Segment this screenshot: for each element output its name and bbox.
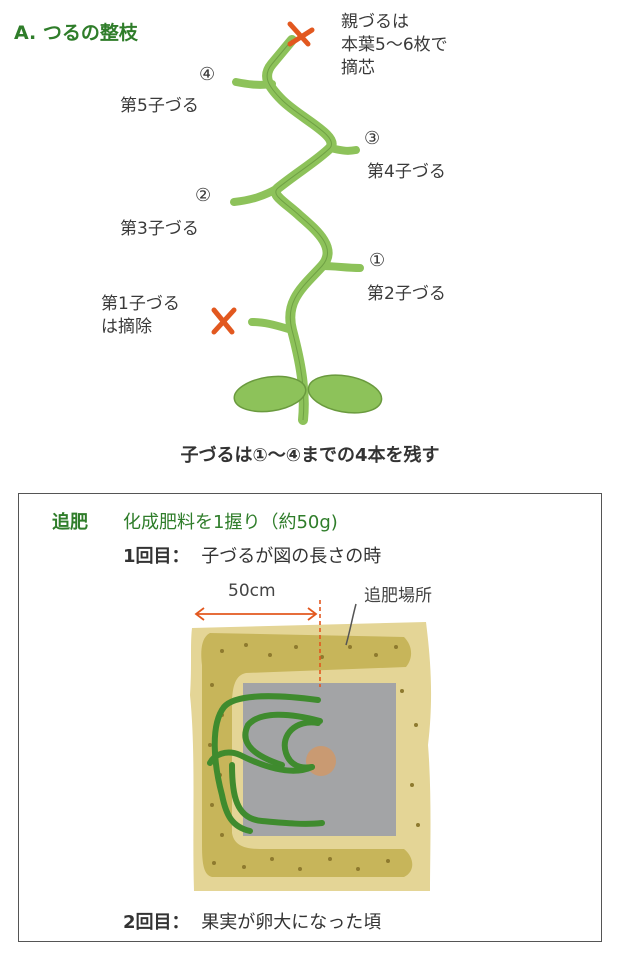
bed-diagram xyxy=(190,600,432,891)
fertilizer-band xyxy=(201,633,413,877)
fertilizer-amount: 化成肥料を1握り（約50g) xyxy=(123,512,338,533)
branch-ko2 xyxy=(318,262,364,272)
fertilizer-title: 追肥 xyxy=(52,512,88,533)
cut-mark-ko1 xyxy=(211,307,237,335)
marker-3: ③ xyxy=(364,128,381,149)
section-a-caption: 子づるは①〜④までの4本を残す xyxy=(180,445,440,466)
fertilizer-box xyxy=(18,493,602,942)
marker-4: ④ xyxy=(199,64,216,85)
branch-ko3 xyxy=(230,184,282,206)
oya-label-line3: 摘芯 xyxy=(341,58,375,78)
branch-ko1 xyxy=(248,318,296,334)
cotyledon-left xyxy=(233,375,307,413)
ko2-label: 第2子づる xyxy=(367,284,446,304)
ko4-label: 第4子づる xyxy=(367,162,446,182)
step1-text: 子づるが図の長さの時 xyxy=(201,546,382,567)
step2-label: 2回目： xyxy=(123,912,190,933)
oya-label-line1: 親づるは xyxy=(341,12,409,32)
branch-ko5 xyxy=(232,78,276,89)
oya-label-line2: 本葉5〜6枚で xyxy=(341,35,448,55)
step1-label: 1回目： xyxy=(123,546,190,567)
cotyledon-right xyxy=(307,374,383,414)
vines xyxy=(207,693,325,834)
step2-text: 果実が卵大になった頃 xyxy=(201,912,382,933)
place-label: 追肥場所 xyxy=(364,586,432,606)
marker-1: ① xyxy=(369,250,386,271)
step2: 2回目： 果実が卵大になった頃 xyxy=(123,908,381,934)
vine-diagram xyxy=(211,21,383,425)
dimension-label: 50cm xyxy=(228,581,276,601)
marker-2: ② xyxy=(195,185,212,206)
cut-mark-top xyxy=(287,21,315,47)
ko1-label-line1: 第1子づる xyxy=(101,294,180,314)
melon xyxy=(306,746,336,776)
place-leader xyxy=(345,603,357,646)
section-a-title: A. つるの整枝 xyxy=(14,22,138,44)
ko5-label: 第5子づる xyxy=(120,96,199,116)
ko3-label: 第3子づる xyxy=(120,219,199,239)
dimension-arrow xyxy=(194,607,318,621)
step1: 1回目： 子づるが図の長さの時 xyxy=(123,542,381,568)
ko1-label-line2: は摘除 xyxy=(101,317,152,337)
fertilizer-dots xyxy=(208,643,420,871)
branch-ko4 xyxy=(326,144,360,155)
